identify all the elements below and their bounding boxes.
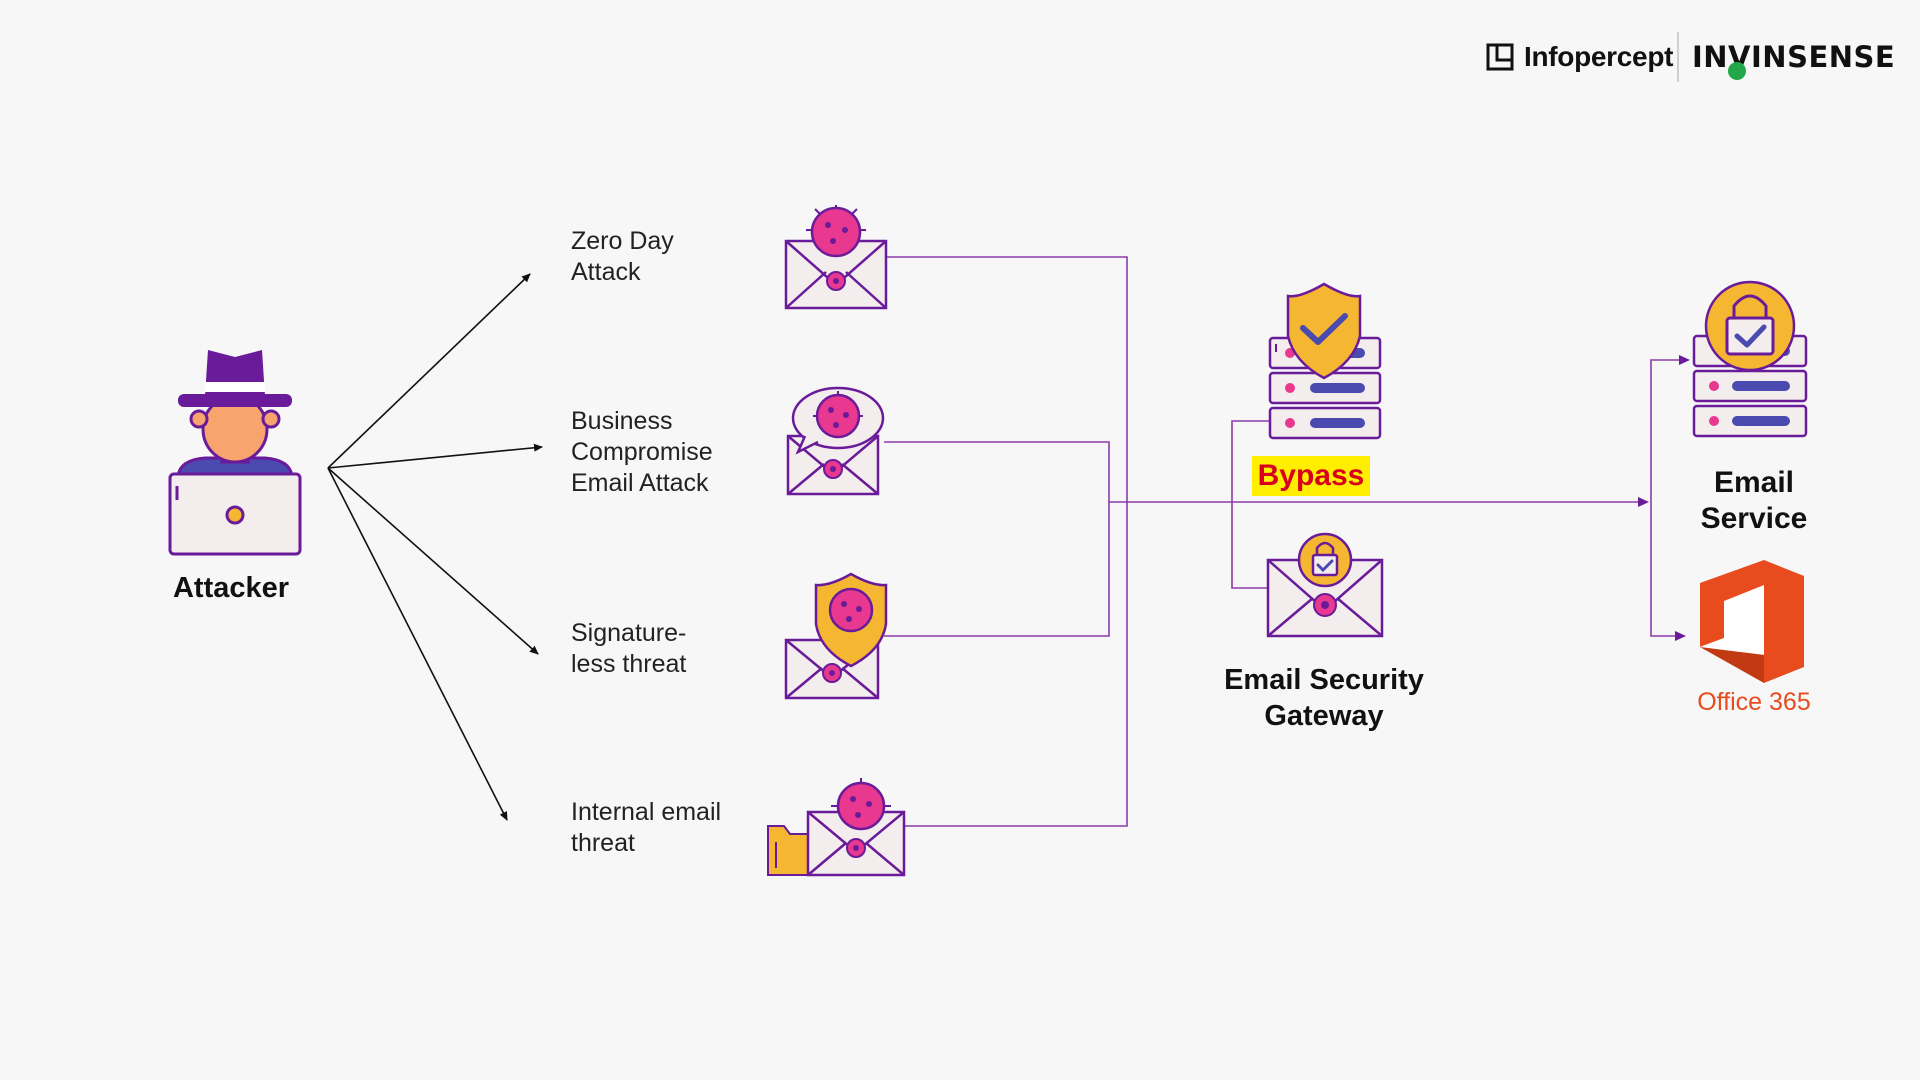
logo-divider [1677,32,1679,82]
infopercept-wordmark: Infopercept [1524,41,1674,72]
connector-to-email-service [1650,355,1690,502]
bypass-label: Bypass [1252,456,1370,496]
threat-label-signatureless: Signature- less threat [571,619,687,678]
invinsense-logo: INVINSENSE [1692,40,1895,74]
attacker-label: Attacker [172,572,290,604]
office365-logo [1700,560,1804,683]
shield-check-icon [1286,282,1362,380]
infopercept-mark-icon [1486,43,1514,71]
office365-label: Office 365 [1697,688,1811,716]
invinsense-wordmark: INVINSENSE [1692,40,1896,74]
infopercept-logo: Infopercept [1486,40,1673,74]
gateway-server-icon [1268,282,1382,440]
signatureless-envelope-icon [784,572,888,700]
arrow-to-bec [327,443,543,469]
threat-label-zero-day: Zero Day Attack [571,227,674,286]
bec-envelope-icon [786,386,885,496]
invinsense-lock-icon [1728,62,1746,80]
virus-icon [806,205,866,258]
virus-icon [831,778,891,831]
internal-email-icon [767,778,906,877]
connector-gateway-bracket [1231,420,1270,589]
connector-to-office365 [1650,502,1686,641]
zero-day-envelope-icon [784,205,888,310]
arrow-to-internal [327,467,508,821]
gateway-envelope-icon [1266,532,1384,638]
connector-bec [884,441,1110,637]
email-service-server-icon [1692,280,1808,438]
threat-connectors [884,256,1690,827]
threat-label-internal: Internal email threat [571,798,722,857]
gateway-label: Email Security Gateway [1224,664,1424,732]
lock-icon [1704,280,1796,372]
attacker-icon [168,350,302,556]
virus-icon [813,391,863,439]
connector-zero-day [886,256,1128,827]
arrow-to-zero-day [327,273,531,469]
email-service-label: Email Service [1700,466,1808,535]
lock-icon [1297,532,1353,588]
virus-icon [828,587,874,633]
attacker-arrows [327,273,543,821]
threat-label-bec: Business Compromise Email Attack [571,407,713,497]
arrow-to-signatureless [327,467,539,655]
